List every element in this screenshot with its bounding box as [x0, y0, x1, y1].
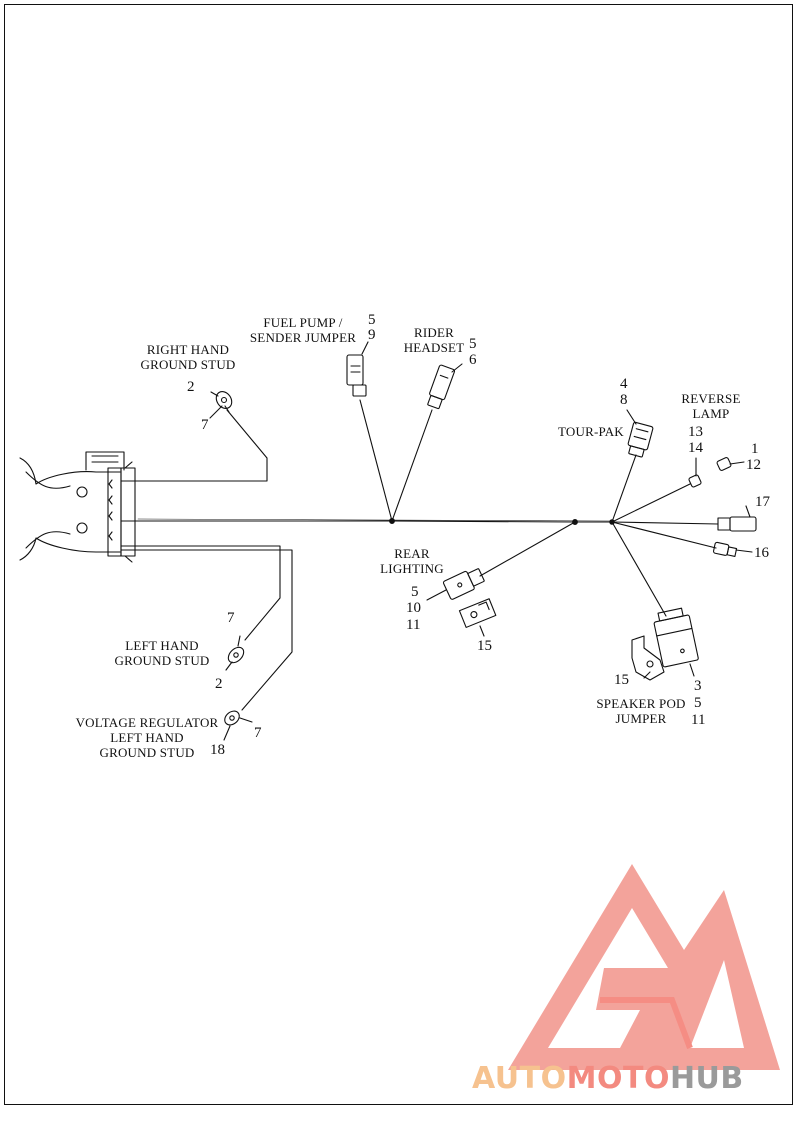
speaker-bracket — [631, 635, 665, 681]
callout-right-ground-a: 2 — [187, 379, 195, 395]
callout-right-ground-b: 7 — [201, 417, 209, 433]
callout-tour-pak-b: 8 — [620, 392, 628, 408]
tour-pak-connector — [627, 421, 654, 458]
callout-connector-12: 12 — [746, 457, 761, 473]
speaker-pod-connector — [653, 607, 699, 668]
callout-connector-1: 1 — [751, 441, 759, 457]
connector-16 — [713, 541, 738, 557]
callout-rear-bracket: 15 — [477, 638, 492, 654]
callout-connector-16: 16 — [754, 545, 769, 561]
rear-lighting-connector — [442, 568, 485, 600]
callout-voltage-regulator-b: 18 — [210, 742, 225, 758]
callout-voltage-regulator-a: 7 — [254, 725, 262, 741]
callout-fuel-pump-a: 5 — [368, 312, 376, 328]
callout-rear-lighting-b: 10 — [406, 600, 421, 616]
callout-fuel-pump-b: 9 — [368, 327, 376, 343]
right-ground-wire — [120, 409, 268, 482]
frame-bracket — [19, 451, 136, 563]
main-trunk — [120, 520, 613, 523]
diagram-border — [4, 4, 793, 1105]
callout-speaker-pod-a: 3 — [694, 678, 702, 694]
callout-rider-headset-b: 6 — [469, 352, 477, 368]
callout-connector-17: 17 — [755, 494, 770, 510]
callout-left-ground-b: 2 — [215, 676, 223, 692]
label-fuel-pump-jumper: FUEL PUMP /SENDER JUMPER — [249, 315, 357, 345]
callout-rear-lighting-a: 5 — [411, 584, 419, 600]
connector-17 — [717, 516, 757, 532]
fuel-pump-connector — [346, 354, 367, 397]
rider-headset-connector — [427, 364, 456, 410]
rear-bracket — [458, 598, 497, 628]
left-ground-wire — [120, 545, 281, 641]
callout-tour-pak-a: 4 — [620, 376, 628, 392]
callout-rear-lighting-c: 11 — [406, 617, 421, 633]
label-tour-pak: TOUR-PAK — [558, 424, 624, 439]
watermark-text: AUTOMOTOHUB — [472, 1061, 744, 1096]
callout-reverse-lamp-b: 14 — [688, 440, 703, 456]
callout-speaker-pod-c: 11 — [691, 712, 706, 728]
callout-speaker-bracket: 15 — [614, 672, 629, 688]
callout-speaker-pod-b: 5 — [694, 695, 702, 711]
callout-left-ground-a: 7 — [227, 610, 235, 626]
callout-rider-headset-a: 5 — [469, 336, 477, 352]
callout-reverse-lamp-a: 13 — [688, 424, 703, 440]
